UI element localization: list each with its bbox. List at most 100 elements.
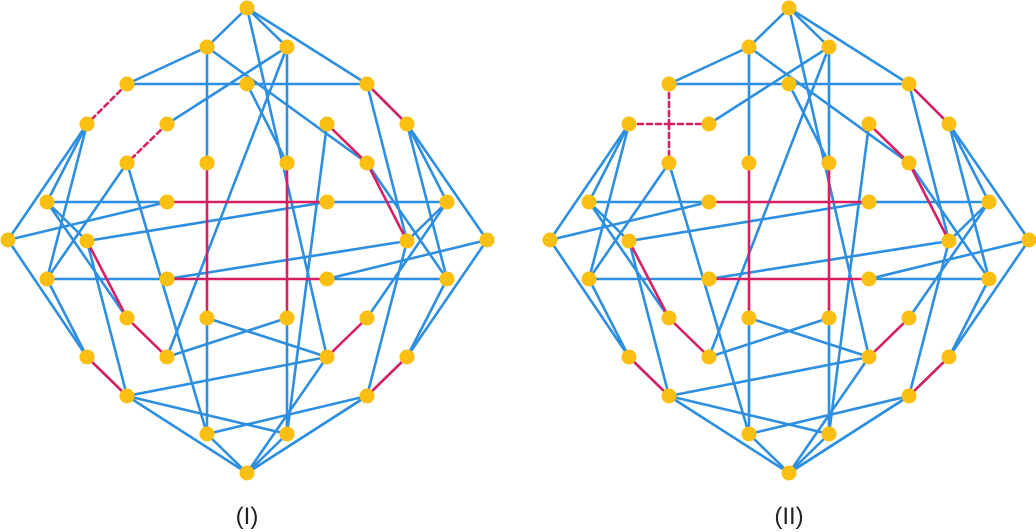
- red-edge: [125, 316, 169, 359]
- red-edge: [85, 355, 129, 398]
- graph-node: [821, 310, 837, 326]
- graph-node: [781, 76, 797, 92]
- blue-edge: [125, 394, 289, 436]
- red-edge: [365, 355, 409, 398]
- blue-edge: [947, 200, 991, 243]
- blue-edge: [125, 394, 249, 475]
- blue-edge: [165, 45, 289, 126]
- graph-node: [941, 233, 957, 249]
- blue-edge: [548, 122, 631, 242]
- graph-node: [781, 0, 797, 16]
- graph-node: [861, 271, 877, 287]
- blue-edge: [45, 200, 129, 320]
- blue-edge: [405, 277, 449, 359]
- blue-edge: [587, 122, 631, 204]
- graph-node: [941, 349, 957, 365]
- graph-panel-I: [0, 0, 495, 481]
- blue-edge: [125, 355, 329, 398]
- graph-node: [239, 0, 255, 16]
- graph-node: [199, 426, 215, 442]
- blue-edge: [548, 238, 631, 359]
- graph-node: [621, 349, 637, 365]
- blue-edge: [405, 238, 489, 359]
- graph-node: [119, 388, 135, 404]
- graph-node: [1021, 232, 1036, 248]
- blue-edge: [627, 239, 671, 398]
- graph-node: [359, 310, 375, 326]
- graph-node: [159, 349, 175, 365]
- graph-node: [0, 232, 16, 248]
- blue-edge: [787, 432, 831, 475]
- graph-node: [319, 271, 335, 287]
- graph-node: [279, 310, 295, 326]
- graph-node: [399, 233, 415, 249]
- blue-edge: [125, 161, 209, 436]
- blue-edge: [587, 200, 671, 320]
- graph-node: [741, 426, 757, 442]
- graph-node: [319, 116, 335, 132]
- graph-node: [319, 349, 335, 365]
- graph-node: [821, 155, 837, 171]
- red-edge: [627, 239, 671, 320]
- blue-edge: [947, 277, 991, 359]
- graph-node: [861, 194, 877, 210]
- blue-edge: [245, 432, 289, 475]
- graph-node: [79, 116, 95, 132]
- blue-edge: [245, 6, 369, 86]
- graph-node: [479, 232, 495, 248]
- blue-edge: [667, 355, 871, 398]
- graph-node: [901, 76, 917, 92]
- blue-edge: [325, 238, 489, 281]
- blue-edge: [365, 239, 409, 398]
- dashed-edge: [125, 122, 169, 165]
- graph-node: [39, 194, 55, 210]
- blue-edge: [867, 238, 1031, 281]
- graph-node: [901, 310, 917, 326]
- dashed-edge: [85, 82, 129, 126]
- blue-edge: [667, 45, 751, 86]
- red-edge: [85, 239, 129, 320]
- graph-node: [39, 271, 55, 287]
- blue-edge: [245, 394, 369, 475]
- graph-node: [239, 76, 255, 92]
- graph-node: [821, 39, 837, 55]
- graph-node: [199, 39, 215, 55]
- graph-node: [661, 388, 677, 404]
- blue-edge: [45, 122, 89, 204]
- graph-node: [981, 194, 997, 210]
- red-edge: [907, 355, 951, 398]
- graph-node: [861, 349, 877, 365]
- graph-node: [79, 349, 95, 365]
- graph-node: [621, 116, 637, 132]
- blue-edge: [787, 6, 831, 49]
- graph-node: [399, 116, 415, 132]
- blue-edge: [787, 394, 911, 475]
- blue-edge: [405, 122, 489, 242]
- blue-edge: [205, 316, 329, 359]
- red-edge: [627, 355, 671, 398]
- red-edge: [907, 82, 951, 126]
- graph-node: [359, 76, 375, 92]
- blue-edge: [365, 82, 409, 243]
- blue-edge: [947, 122, 1031, 242]
- graph-node: [359, 388, 375, 404]
- graph-node: [741, 155, 757, 171]
- blue-edge: [787, 6, 911, 86]
- graph-node: [581, 194, 597, 210]
- graph-node: [159, 271, 175, 287]
- graph-node: [119, 155, 135, 171]
- blue-edge: [165, 316, 289, 359]
- graph-node: [781, 465, 797, 481]
- blue-edge: [125, 45, 209, 86]
- blue-edge: [205, 6, 249, 49]
- blue-edge: [667, 394, 791, 475]
- blue-edge: [707, 316, 831, 359]
- blue-edge: [667, 394, 831, 436]
- blue-edge: [85, 239, 129, 398]
- graph-node: [119, 76, 135, 92]
- graph-node: [621, 233, 637, 249]
- graph-node: [199, 155, 215, 171]
- blue-edge: [405, 122, 449, 204]
- graph-node: [319, 194, 335, 210]
